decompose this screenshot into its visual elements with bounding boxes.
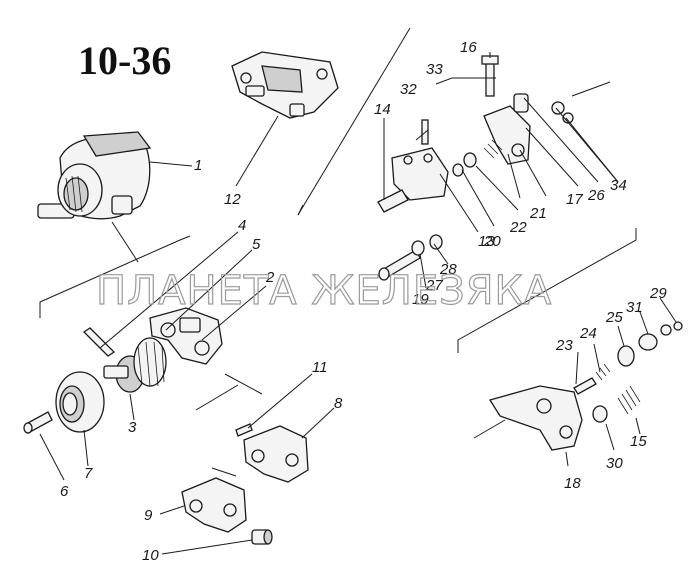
callout-30: 30 <box>606 455 623 472</box>
callout-34: 34 <box>610 177 627 194</box>
callout-1: 1 <box>194 157 202 174</box>
part-19-bolt <box>378 234 443 281</box>
callout-24: 24 <box>579 325 597 342</box>
part-17-lever <box>483 93 531 165</box>
part-34-nuts <box>551 101 574 124</box>
callout-9: 9 <box>144 507 153 524</box>
callout-22: 22 <box>509 219 527 236</box>
callout-15: 15 <box>630 433 647 450</box>
part-15-spring <box>617 385 641 415</box>
part-18-lever <box>488 385 583 451</box>
callout-11: 11 <box>312 359 328 376</box>
part-10-sleeve <box>251 529 273 545</box>
part-12-valve-body <box>231 51 339 119</box>
callout-16: 16 <box>460 39 477 56</box>
part-8-clevis <box>243 425 309 483</box>
callout-2: 2 <box>265 269 275 286</box>
part-11-pin <box>235 423 253 437</box>
callout-labels: 1 12 4 5 2 3 7 6 11 8 9 10 16 33 32 14 1… <box>60 39 667 564</box>
callout-19: 19 <box>412 291 429 308</box>
part-6-bushing <box>23 411 53 434</box>
callout-21: 21 <box>529 205 547 222</box>
watermark: ПЛАНЕТА ЖЕЛЕЗЯКА <box>96 268 552 314</box>
callout-17: 17 <box>566 191 583 208</box>
callout-6: 6 <box>60 483 69 500</box>
callout-29: 29 <box>649 285 667 302</box>
callout-7: 7 <box>84 465 93 482</box>
part-16-bolt <box>481 55 499 97</box>
callout-26: 26 <box>587 187 605 204</box>
callout-13: 13 <box>478 233 495 250</box>
figure-number: 10-36 <box>78 38 171 83</box>
callout-23: 23 <box>555 337 573 354</box>
part-2-lever-bracket <box>149 307 223 365</box>
callout-8: 8 <box>334 395 343 412</box>
part-13-lever <box>377 147 449 213</box>
callout-32: 32 <box>400 81 417 98</box>
part-29-nuts <box>660 321 683 336</box>
callout-3: 3 <box>128 419 137 436</box>
callout-20: 20 <box>483 233 501 250</box>
callout-12: 12 <box>224 191 241 208</box>
callout-10: 10 <box>142 547 159 564</box>
callout-14: 14 <box>374 101 391 118</box>
part-23-bolt <box>573 377 597 395</box>
callout-25: 25 <box>605 309 623 326</box>
group-separators <box>39 27 637 477</box>
part-24-spring <box>595 363 611 381</box>
part-20-spring <box>452 139 503 177</box>
callout-28: 28 <box>439 261 457 278</box>
callout-5: 5 <box>252 236 261 253</box>
callout-4: 4 <box>238 217 246 234</box>
part-25-nut <box>617 345 635 367</box>
part-9-clevis <box>181 477 247 533</box>
callout-leaders <box>39 52 677 555</box>
callout-33: 33 <box>426 61 443 78</box>
part-7-bearing <box>55 371 105 433</box>
callout-27: 27 <box>425 277 443 294</box>
part-4-pin <box>82 327 116 357</box>
part-1-housing <box>37 131 152 220</box>
part-30-nut <box>592 405 608 423</box>
part-31-nut <box>638 333 658 351</box>
part-3-gear <box>103 337 167 393</box>
callout-31: 31 <box>626 299 643 316</box>
callout-18: 18 <box>564 475 581 492</box>
